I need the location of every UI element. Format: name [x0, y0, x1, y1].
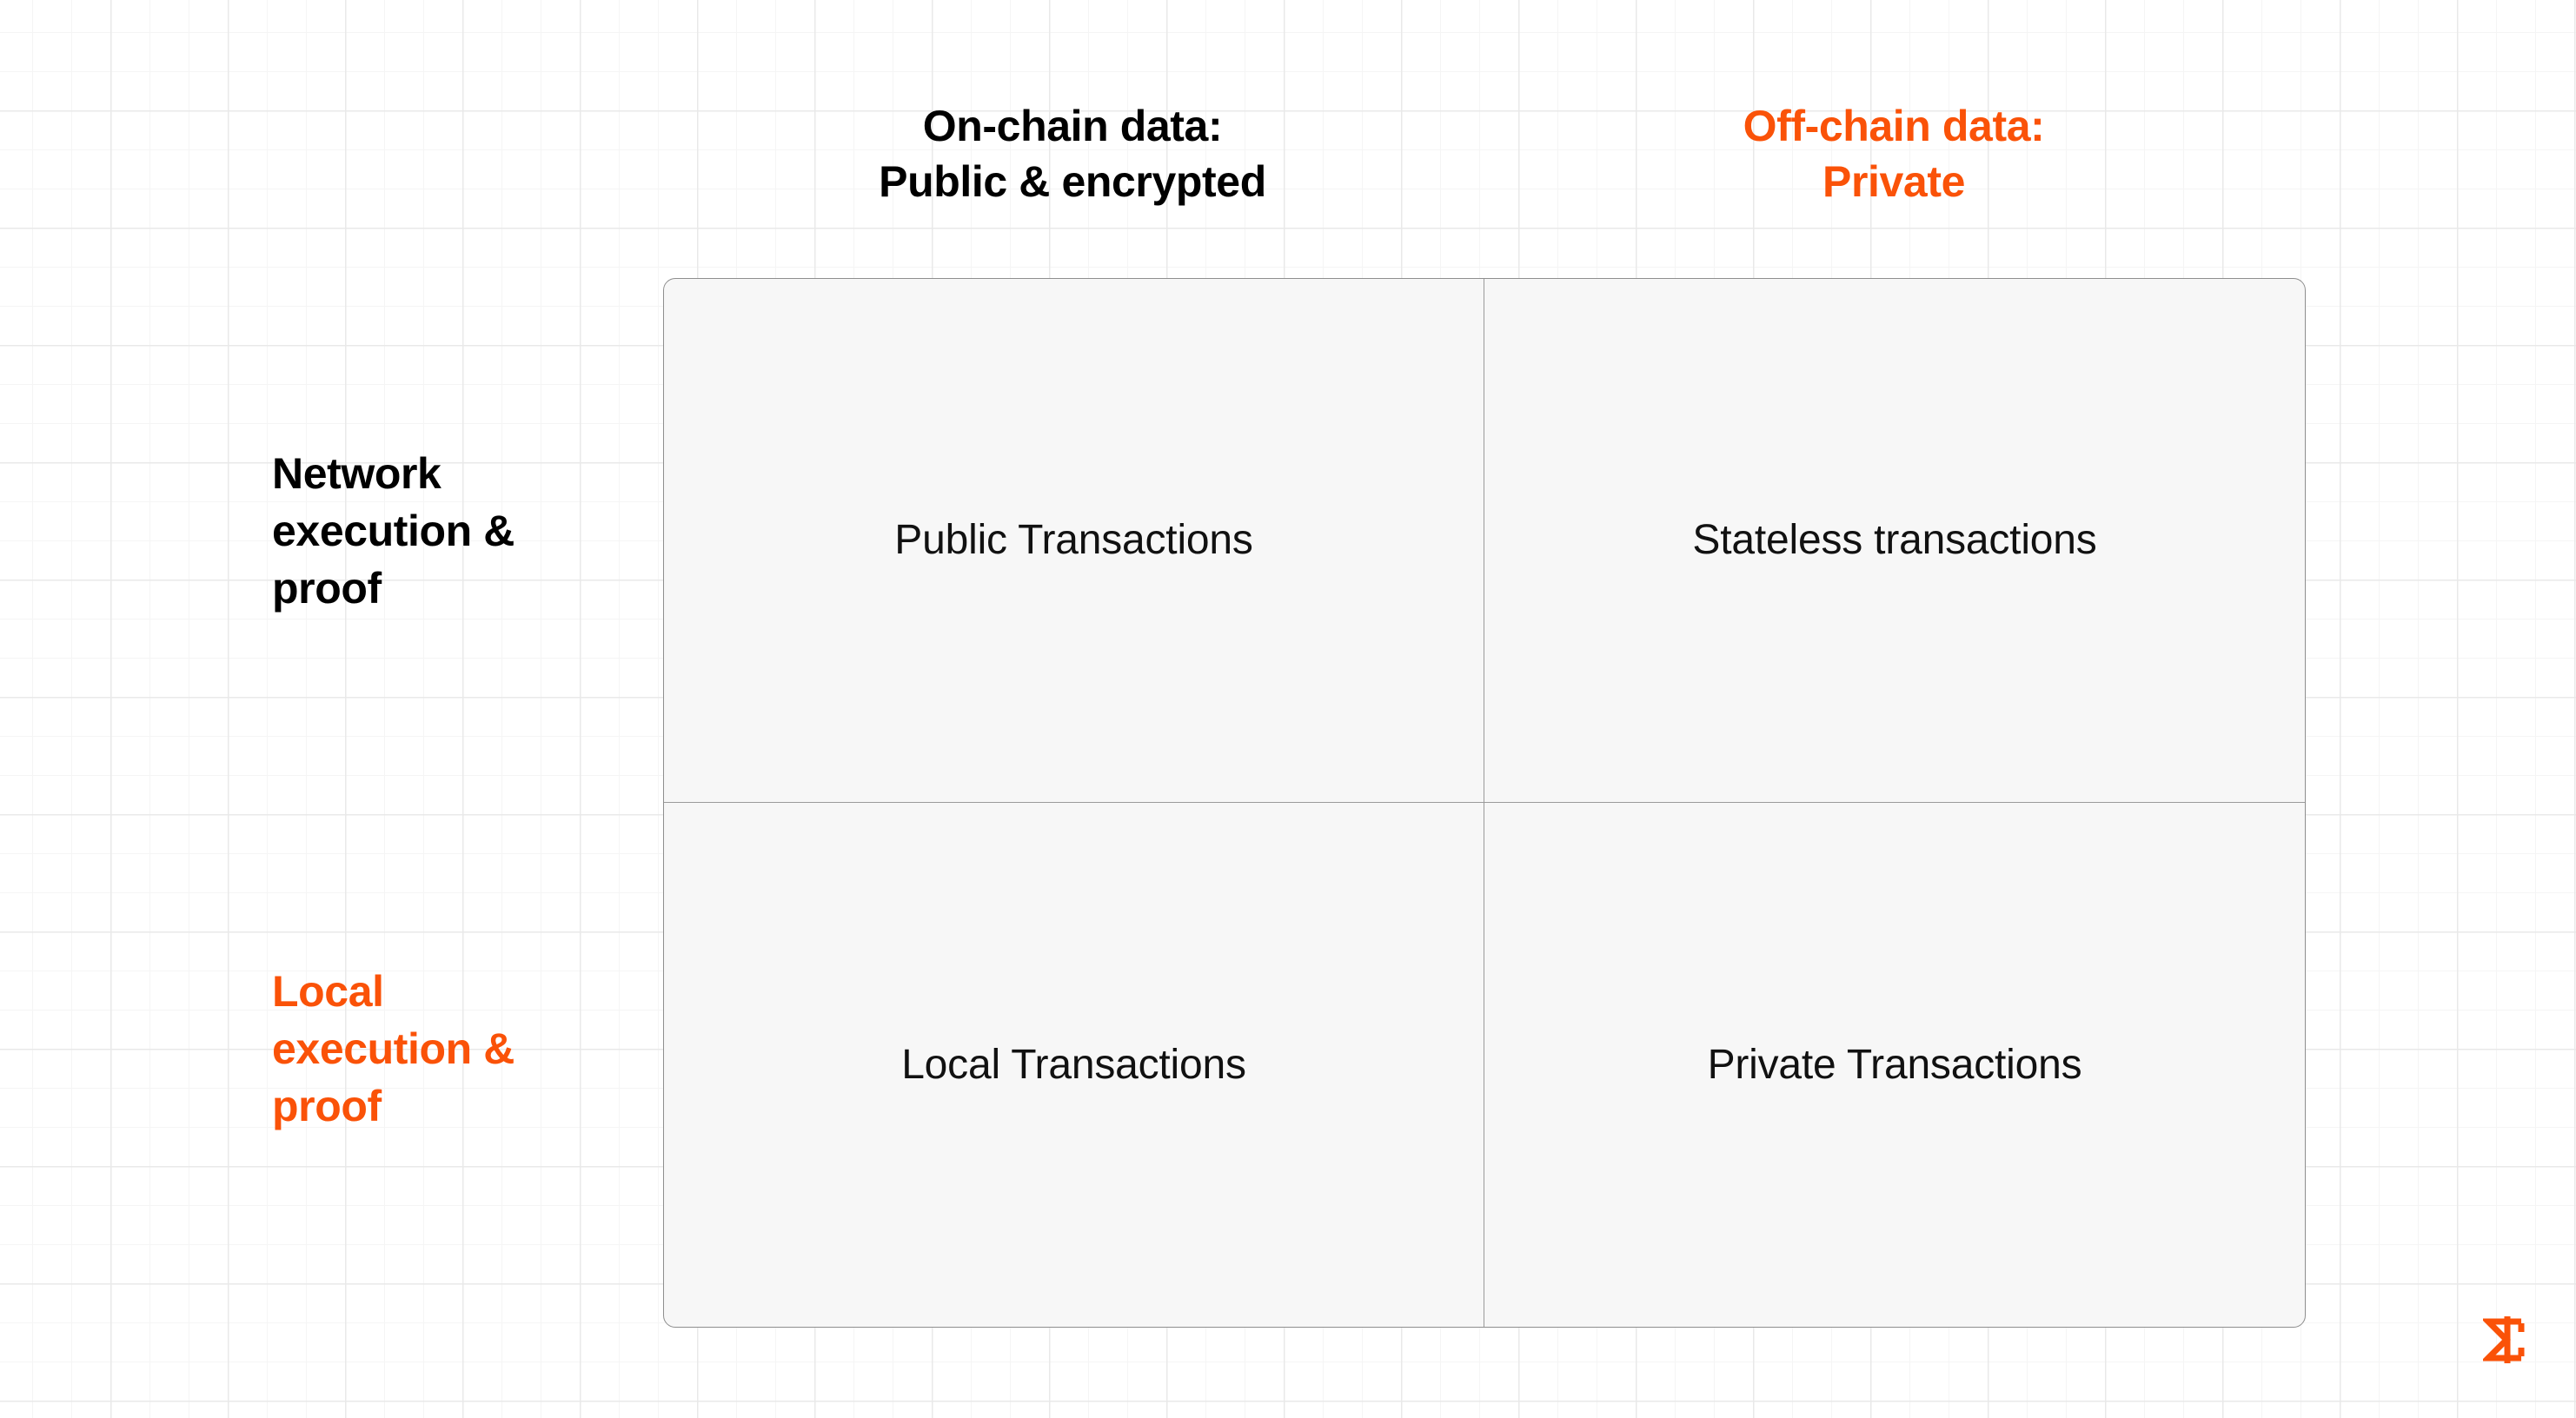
matrix-cell-label: Public Transactions [894, 517, 1253, 564]
matrix-cell-private-transactions: Private Transactions [1484, 803, 2305, 1327]
sigma-t-logo-icon [2480, 1315, 2528, 1365]
matrix-cell-label: Local Transactions [901, 1041, 1246, 1088]
transaction-matrix: Public Transactions Stateless transactio… [663, 278, 2306, 1328]
row-header-local-execution: Local execution & proof [272, 967, 515, 1130]
row-header-network-execution: Network execution & proof [272, 449, 515, 613]
column-header-off-chain: Off-chain data: Private [1743, 102, 2045, 206]
matrix-cell-label: Private Transactions [1707, 1041, 2082, 1088]
matrix-cell-label: Stateless transactions [1692, 517, 2097, 564]
matrix-cell-stateless-transactions: Stateless transactions [1484, 279, 2305, 803]
matrix-cell-public-transactions: Public Transactions [664, 279, 1484, 803]
column-header-on-chain: On-chain data: Public & encrypted [879, 102, 1266, 206]
matrix-cell-local-transactions: Local Transactions [664, 803, 1484, 1327]
